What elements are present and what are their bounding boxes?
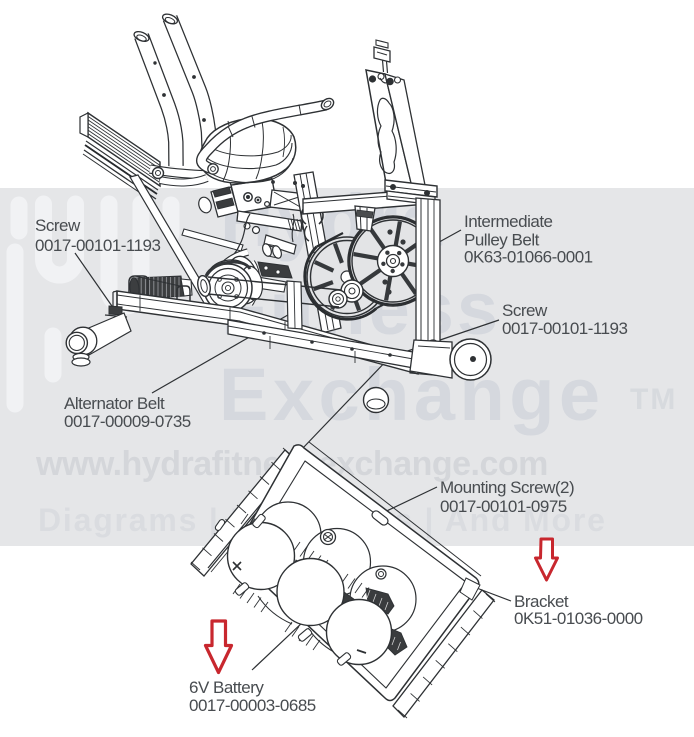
svg-text:0017-00101-1193: 0017-00101-1193	[35, 236, 161, 255]
svg-text:0K51-01036-0000: 0K51-01036-0000	[514, 609, 643, 628]
svg-text:Pulley Belt: Pulley Belt	[464, 231, 540, 250]
svg-text:0K63-01066-0001: 0K63-01066-0001	[464, 248, 593, 267]
svg-text:Bracket: Bracket	[514, 592, 569, 611]
svg-text:TM: TM	[630, 383, 677, 416]
svg-text:0017-00003-0685: 0017-00003-0685	[189, 696, 316, 715]
svg-text:Mounting Screw(2): Mounting Screw(2)	[440, 478, 574, 497]
svg-text:Intermediate: Intermediate	[464, 212, 553, 231]
svg-text:0017-00009-0735: 0017-00009-0735	[64, 412, 191, 431]
svg-text:0017-00101-1193: 0017-00101-1193	[502, 319, 628, 338]
svg-text:0017-00101-0975: 0017-00101-0975	[440, 497, 567, 516]
svg-text:Screw: Screw	[35, 216, 81, 235]
svg-text:Screw: Screw	[502, 301, 548, 320]
svg-text:Alternator Belt: Alternator Belt	[64, 394, 165, 413]
svg-text:6V Battery: 6V Battery	[189, 678, 264, 697]
